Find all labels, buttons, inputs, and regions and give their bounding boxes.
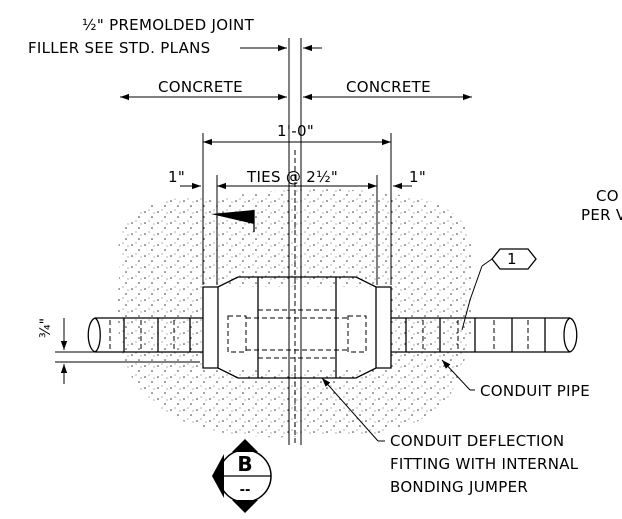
joint-filler-label-line2: FILLER SEE STD. PLANS [28, 39, 211, 57]
cut-off-note-line2: PER V [581, 206, 622, 224]
section-sheet: -- [240, 483, 251, 498]
dimension-extension-lines [202, 133, 392, 285]
left-clear-label: 1" [168, 168, 185, 186]
deflection-label-line3: BONDING JUMPER [390, 478, 528, 496]
ties-label: TIES @ 2½" [246, 168, 338, 186]
deflection-fitting-leader [321, 377, 379, 442]
deflection-fitting [202, 276, 392, 379]
note-number-label: 1 [507, 250, 517, 268]
hexagon-note-tag-icon [461, 248, 537, 331]
cut-off-note-line1: CO [596, 187, 619, 205]
section-letter: B [237, 452, 252, 476]
joint-filler-label-line1: ½" PREMOLDED JOINT [82, 16, 255, 34]
conduit-pipe-label: CONDUIT PIPE [480, 382, 590, 400]
right-clear-label: 1" [409, 168, 426, 186]
overall-dimension-label: 1'-0" [277, 122, 314, 140]
concrete-right-label: CONCRETE [346, 78, 431, 96]
section-callout-icon [212, 439, 272, 513]
deflection-label-line2: FITTING WITH INTERNAL [390, 455, 579, 473]
flag-icon [211, 210, 255, 232]
conduit-pipe-right [391, 317, 578, 353]
conduit-pipe-leader [441, 359, 471, 391]
concrete-left-label: CONCRETE [158, 78, 243, 96]
deflection-label-line1: CONDUIT DEFLECTION [390, 432, 564, 450]
offset-dimension [55, 318, 200, 384]
offset-dimension-label: ¾" [38, 318, 54, 338]
